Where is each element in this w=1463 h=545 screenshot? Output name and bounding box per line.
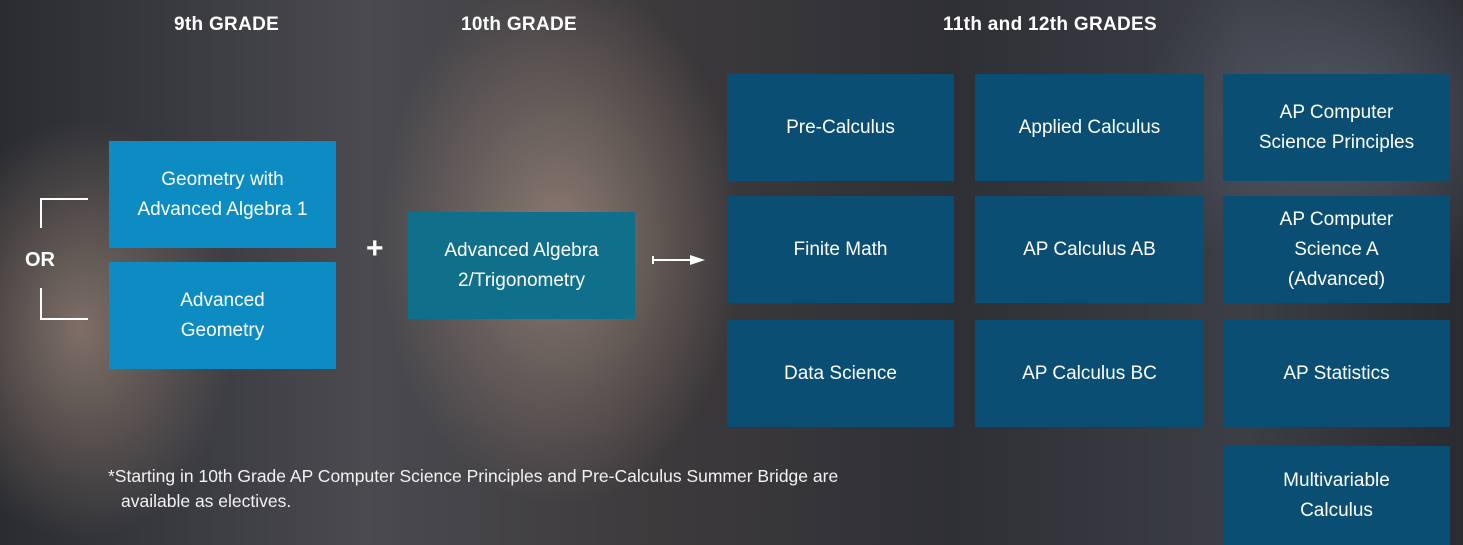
course-ap-calculus-bc: AP Calculus BC	[975, 320, 1204, 427]
header-10th-grade: 10th GRADE	[461, 14, 577, 35]
or-bracket-top	[40, 198, 88, 228]
footnote-line: *Starting in 10th Grade AP Computer Scie…	[108, 466, 839, 486]
header-9th-grade: 9th GRADE	[174, 14, 280, 35]
course-data-science: Data Science	[727, 320, 954, 427]
course-label: AP Calculus BC	[1022, 362, 1157, 384]
course-ap-computer-science-a: AP Computer Science A (Advanced)	[1223, 196, 1450, 303]
course-line: Advanced Algebra	[444, 239, 599, 261]
course-line: AP Computer	[1279, 101, 1394, 123]
course-line: Science A	[1294, 238, 1379, 260]
course-line: Calculus	[1300, 499, 1373, 521]
course-line: Geometry	[180, 319, 265, 341]
course-line: 2/Trigonometry	[457, 269, 586, 291]
course-multivariable-calculus: Multivariable Calculus	[1223, 446, 1450, 545]
course-label: Data Science	[783, 362, 897, 384]
course-ap-computer-science-principles: AP Computer Science Principles	[1223, 74, 1450, 181]
arrow-right-icon	[652, 255, 705, 265]
or-bracket-bottom	[40, 288, 88, 320]
course-pre-calculus: Pre-Calculus	[727, 74, 954, 181]
course-line: Advanced	[180, 289, 265, 311]
course-line: AP Computer	[1279, 208, 1394, 230]
footnote-line: available as electives.	[121, 491, 292, 511]
header-11th-12th-grades: 11th and 12th GRADES	[943, 14, 1157, 35]
course-ap-statistics: AP Statistics	[1223, 320, 1450, 427]
plus-icon: +	[366, 232, 384, 265]
course-line: Science Principles	[1258, 131, 1415, 153]
course-line: Advanced Algebra 1	[137, 198, 308, 220]
course-label: AP Statistics	[1283, 362, 1390, 384]
footnote: *Starting in 10th Grade AP Computer Scie…	[108, 464, 838, 514]
course-line: (Advanced)	[1287, 268, 1386, 290]
course-line: Multivariable	[1283, 469, 1390, 491]
course-label: Pre-Calculus	[786, 116, 895, 138]
course-label: AP Calculus AB	[1023, 238, 1156, 260]
course-ap-calculus-ab: AP Calculus AB	[975, 196, 1204, 303]
course-label: Finite Math	[793, 238, 888, 260]
or-label: OR	[25, 249, 55, 271]
course-advanced-geometry: Advanced Geometry	[109, 262, 336, 369]
course-geometry-with-advanced-algebra-1: Geometry with Advanced Algebra 1	[109, 141, 336, 248]
course-applied-calculus: Applied Calculus	[975, 74, 1204, 181]
course-finite-math: Finite Math	[727, 196, 954, 303]
course-line: Geometry with	[161, 168, 284, 190]
course-label: Applied Calculus	[1018, 116, 1161, 138]
course-advanced-algebra-2-trigonometry: Advanced Algebra 2/Trigonometry	[408, 212, 635, 319]
